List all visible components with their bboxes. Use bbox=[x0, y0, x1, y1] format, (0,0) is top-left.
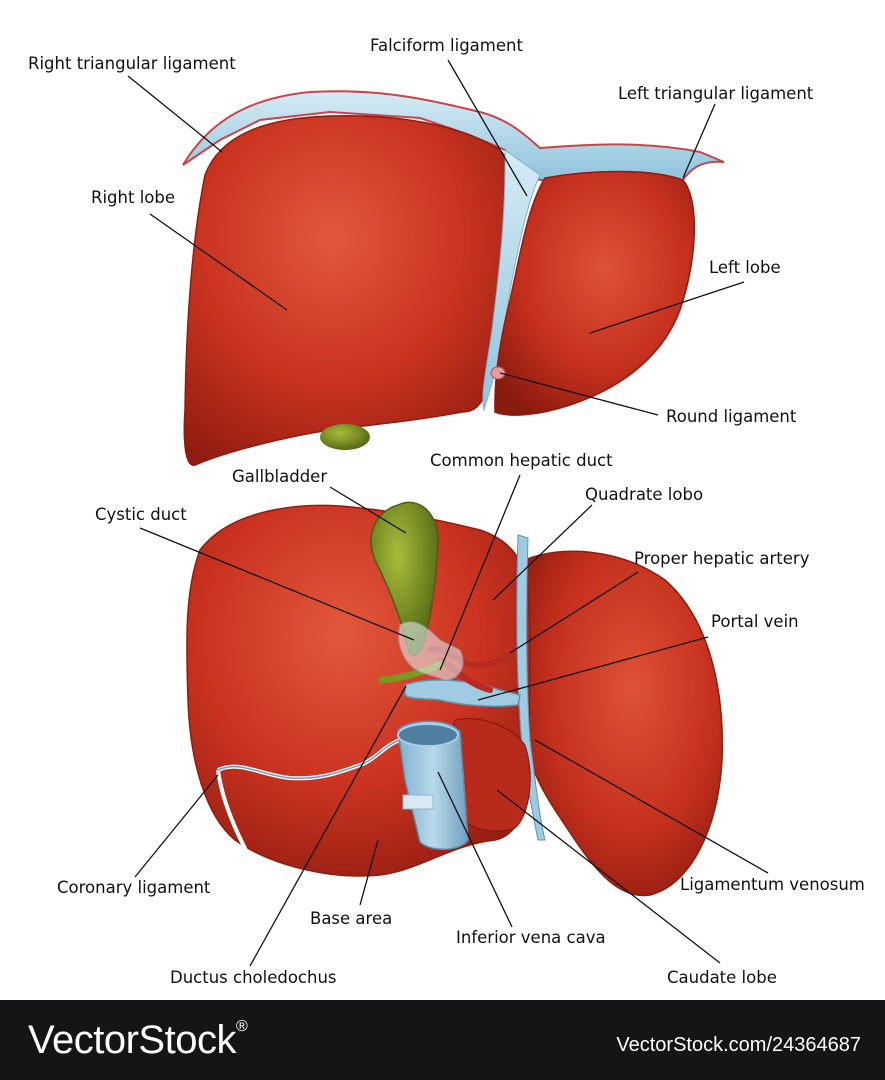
registered-mark: ® bbox=[235, 1018, 248, 1035]
leader-base-area bbox=[359, 839, 379, 906]
label-round-ligament: Round ligament bbox=[666, 407, 797, 426]
ligamentum-venosum-shape bbox=[516, 534, 546, 841]
falciform-strip bbox=[482, 149, 541, 412]
visceral-view bbox=[186, 501, 724, 897]
leader-common-hepatic-duct bbox=[439, 474, 521, 671]
inferior-vena-cava-shape bbox=[397, 720, 469, 850]
leader-left-triangular bbox=[682, 103, 716, 179]
porta-tissue bbox=[398, 621, 464, 681]
label-portal-vein: Portal vein bbox=[711, 612, 799, 631]
visceral-left-lobe-shape bbox=[521, 550, 724, 897]
round-ligament-shape bbox=[490, 366, 506, 380]
label-coronary-ligament: Coronary ligament bbox=[57, 878, 211, 897]
brand-logo: VectorStock® bbox=[28, 1018, 248, 1063]
leader-quadrate-lobo bbox=[492, 504, 593, 601]
label-ductus-choledochus: Ductus choledochus bbox=[170, 968, 337, 987]
leader-inferior-vena-cava bbox=[437, 771, 513, 928]
leader-proper-hepatic-artery bbox=[509, 571, 639, 654]
coronary-ligament-edge bbox=[217, 739, 401, 780]
label-proper-hepatic-artery: Proper hepatic artery bbox=[634, 549, 810, 568]
portal-vein-shape bbox=[404, 679, 521, 707]
label-ligamentum-venosum: Ligamentum venosum bbox=[680, 875, 865, 894]
leader-left-lobe bbox=[589, 281, 745, 334]
leader-cystic-duct bbox=[139, 527, 415, 641]
leader-falciform bbox=[447, 59, 528, 197]
label-left-triangular-ligament: Left triangular ligament bbox=[618, 84, 814, 103]
leader-ligamentum-venosum bbox=[534, 739, 769, 874]
label-caudate-lobe: Caudate lobe bbox=[667, 968, 777, 987]
label-gallbladder: Gallbladder bbox=[232, 467, 328, 486]
brand-name: VectorStock bbox=[28, 1018, 236, 1062]
right-lobe-shape bbox=[183, 115, 513, 466]
leader-portal-vein bbox=[477, 636, 709, 701]
leader-ductus-choledochus bbox=[249, 685, 407, 967]
image-id: VectorStock.com/24364687 bbox=[616, 1034, 861, 1056]
leader-round-ligament bbox=[499, 372, 659, 416]
leader-caudate-lobe bbox=[496, 789, 721, 964]
label-inferior-vena-cava: Inferior vena cava bbox=[456, 928, 606, 947]
label-left-lobe: Left lobe bbox=[709, 258, 781, 277]
label-cystic-duct: Cystic duct bbox=[95, 505, 187, 524]
label-right-lobe: Right lobe bbox=[91, 188, 175, 207]
leader-right-lobe bbox=[149, 213, 288, 311]
watermark-footer: VectorStock® VectorStock.com/24364687 bbox=[0, 1000, 885, 1080]
label-quadrate-lobo: Quadrate lobo bbox=[585, 485, 704, 504]
leader-gallbladder bbox=[329, 486, 407, 534]
liver-anatomy-diagram bbox=[127, 59, 769, 967]
leader-lines bbox=[127, 59, 769, 967]
label-common-hepatic-duct: Common hepatic duct bbox=[430, 451, 613, 470]
label-falciform-ligament: Falciform ligament bbox=[370, 36, 523, 55]
ligament-band bbox=[182, 90, 725, 181]
ivc-opening bbox=[397, 723, 459, 747]
label-right-triangular-ligament: Right triangular ligament bbox=[28, 54, 236, 73]
gallbladder-tip bbox=[320, 424, 370, 450]
anterior-view bbox=[182, 90, 725, 466]
label-base-area: Base area bbox=[310, 909, 393, 928]
leader-coronary-ligament bbox=[134, 774, 219, 878]
leader-right-triangular bbox=[127, 75, 223, 153]
ivc-band bbox=[402, 794, 434, 810]
